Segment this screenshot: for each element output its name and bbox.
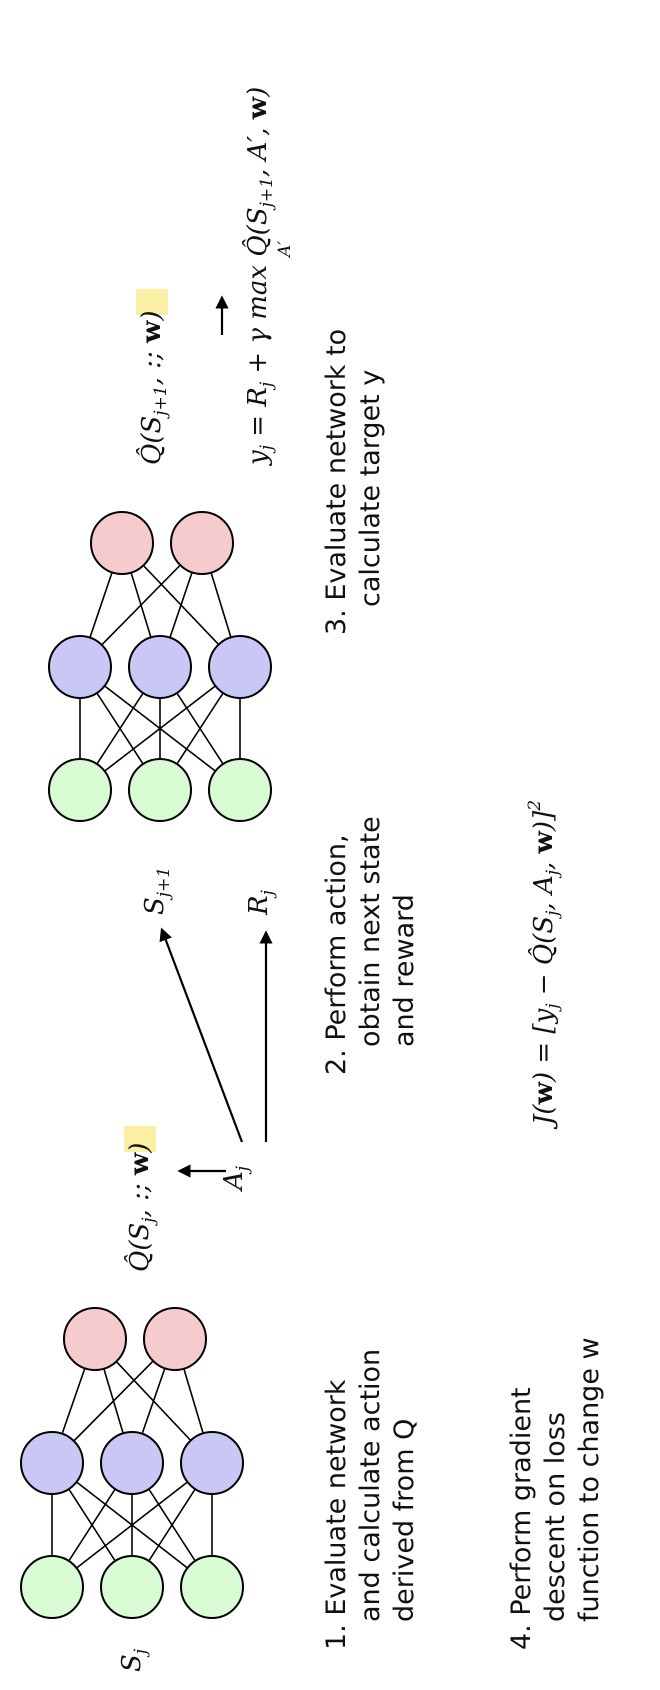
max-subscript: A′	[275, 241, 295, 259]
input-node	[48, 758, 112, 822]
step-1-description: 1. Evaluate network and calculate action…	[321, 1340, 420, 1650]
q-target-formula: Q̂(Sj+1, :; w)	[136, 289, 171, 465]
svg-text:2. Perform action, obtai: 2. Perform action, obtain next state and…	[321, 808, 420, 1075]
step-2-description: 2. Perform action, obtain next state and…	[321, 808, 420, 1075]
output-node	[143, 1307, 207, 1371]
output-node	[170, 511, 234, 575]
svg-text:J(w) = [yj − Q̂(Sj, Aj, w)]2: J(w) = [yj − Q̂(Sj, Aj, w)]2	[525, 800, 563, 1130]
weight-highlight	[136, 289, 168, 315]
input-node	[128, 758, 192, 822]
hidden-node	[128, 635, 192, 699]
input-node	[208, 758, 272, 822]
svg-text:yj = Rj + γ max Q̂(Sj+1, A′, w: yj = Rj + γ max Q̂(Sj+1, A′, w)	[242, 87, 277, 466]
state-label: Sj	[117, 1648, 151, 1672]
hidden-node	[48, 635, 112, 699]
weight-highlight	[124, 1126, 156, 1152]
svg-text:4. Perform gradient desc: 4. Perform gradient descent on loss func…	[506, 1337, 605, 1650]
hidden-node	[208, 635, 272, 699]
target-formula: yj = Rj + γ max Q̂(Sj+1, A′, w) A′	[242, 87, 295, 466]
arrow-action-to-next-state	[159, 927, 244, 1143]
loss-formula: J(w) = [yj − Q̂(Sj, Aj, w)]2	[525, 800, 563, 1130]
input-node	[180, 1555, 244, 1619]
svg-text:1. Evaluate network and: 1. Evaluate network and calculate action…	[321, 1340, 420, 1650]
hidden-node	[20, 1431, 84, 1495]
step-3-description: 3. Evaluate network to calculate target …	[321, 320, 386, 635]
next-state-label: Sj+1	[140, 867, 174, 915]
step-4-description: 4. Perform gradient descent on loss func…	[506, 1337, 605, 1650]
hidden-node	[180, 1431, 244, 1495]
reward-label: Rj	[244, 889, 278, 916]
svg-text:Q̂(Sj, :; w): Q̂(Sj, :; w)	[124, 1143, 159, 1272]
action-label: Aj	[219, 1165, 253, 1192]
input-node	[20, 1555, 84, 1619]
network-2	[48, 511, 272, 822]
output-node	[90, 511, 154, 575]
output-node	[63, 1307, 127, 1371]
svg-text:Q̂(Sj+1, :; w): Q̂(Sj+1, :; w)	[136, 311, 171, 466]
q-action-formula: Q̂(Sj, :; w)	[124, 1126, 159, 1272]
svg-text:3. Evaluate network to c: 3. Evaluate network to calculate target …	[321, 320, 386, 635]
hidden-node	[100, 1431, 164, 1495]
network-1	[20, 1307, 244, 1619]
input-node	[100, 1555, 164, 1619]
